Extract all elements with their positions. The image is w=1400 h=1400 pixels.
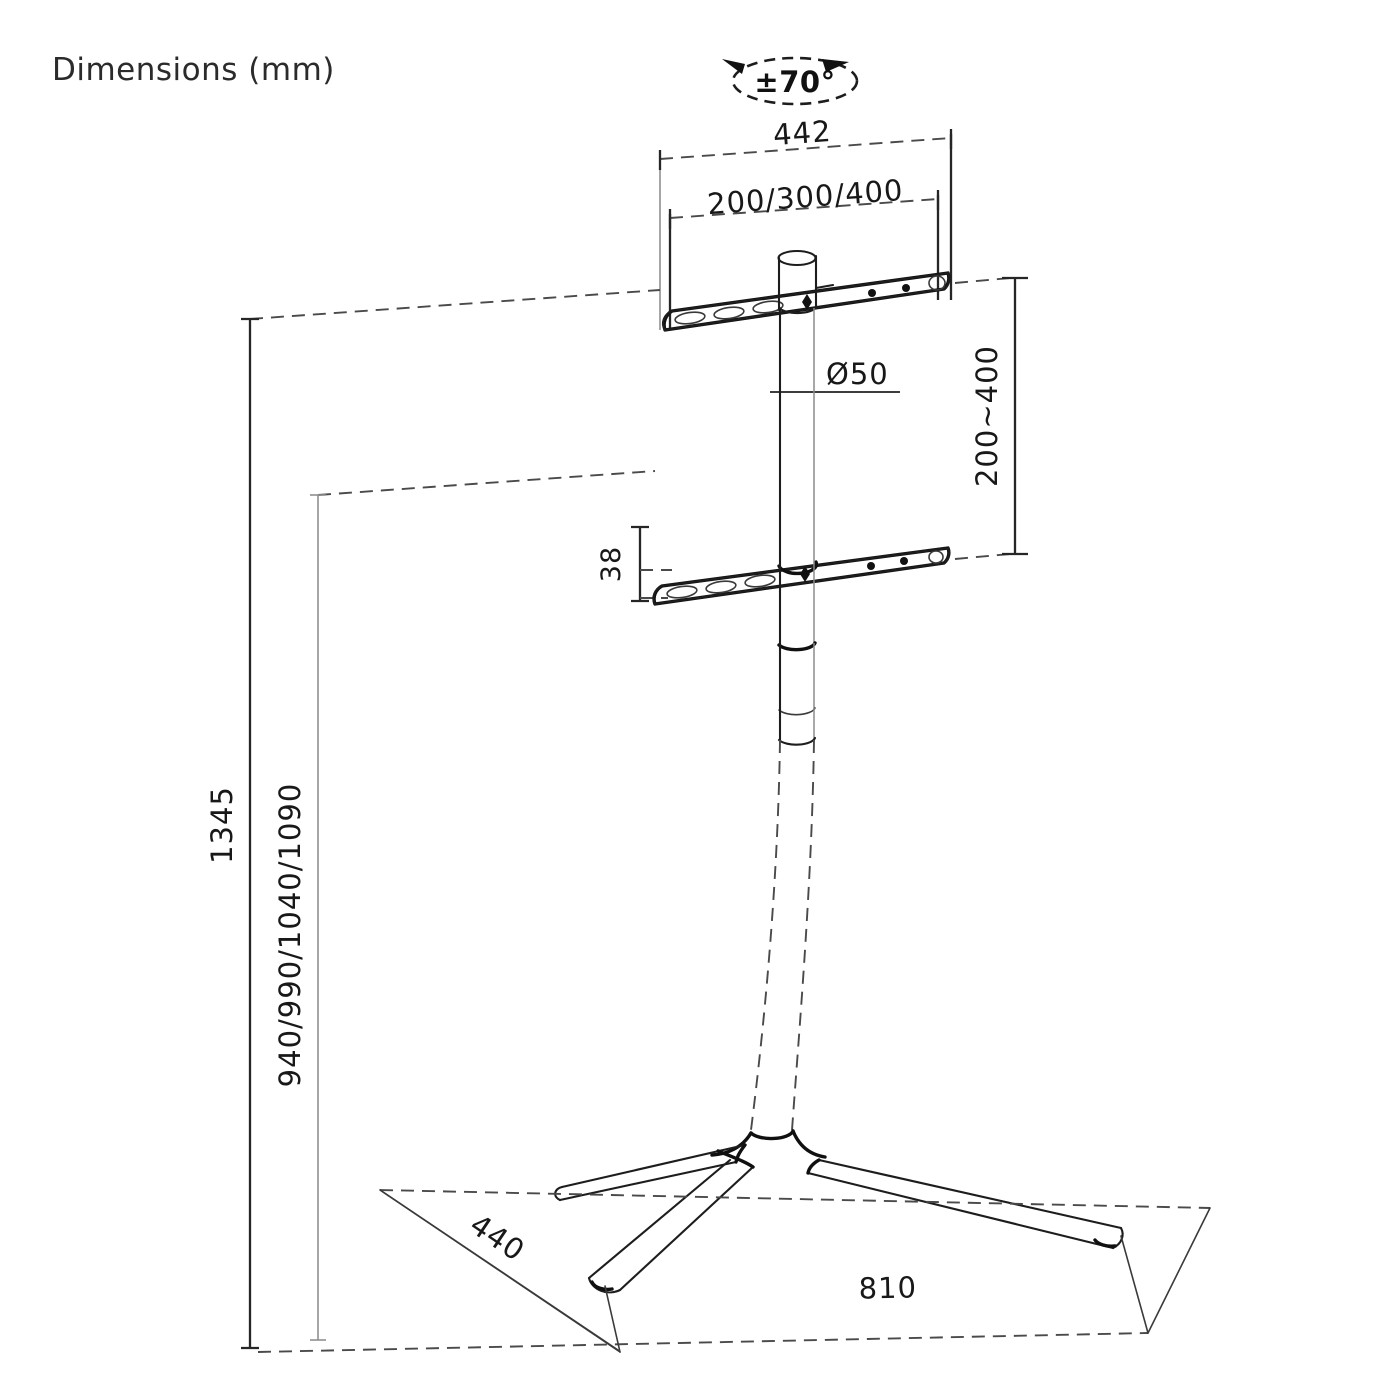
lower-bracket-slots	[666, 574, 776, 599]
upper-bracket-slots	[674, 300, 784, 325]
upper-bracket-right-cap	[942, 271, 951, 291]
ext-line-gap-top	[954, 277, 1011, 284]
ext-line-1345-top	[249, 289, 661, 320]
base-leg-left-fillet	[716, 1149, 755, 1169]
upper-bracket-center-mark	[802, 294, 812, 310]
tripod-base	[554, 1129, 1124, 1294]
base-hub-fillet-left	[710, 1131, 753, 1157]
dim-label-442: 442	[772, 114, 833, 152]
upper-bracket-bottom-edge	[663, 287, 946, 332]
upper-slot-2	[713, 306, 745, 320]
dim-line-vesa	[669, 198, 939, 219]
lower-hole-3	[928, 550, 944, 564]
upper-hole-2	[902, 284, 910, 292]
base-footprint-projection	[257, 1189, 1211, 1353]
upper-collar-shoulder	[814, 283, 835, 290]
center-column-lower	[750, 739, 815, 1131]
footprint-right-leader	[1120, 1235, 1149, 1334]
dim-label-440: 440	[464, 1207, 531, 1268]
lower-vesa-bracket	[652, 546, 951, 606]
column-joint-3	[777, 736, 817, 746]
upper-hole-3	[928, 275, 946, 291]
dim-label-diameter: Ø50	[826, 357, 889, 391]
lower-bracket-holes	[867, 550, 944, 570]
lower-bracket-bottom-edge	[653, 561, 946, 606]
footprint-right-edge	[1147, 1207, 1211, 1334]
swivel-angle-label: ±70°	[754, 65, 835, 99]
lower-collar-saddle	[777, 560, 819, 576]
upper-slot-3	[752, 300, 784, 314]
base-leg-right-bottom-edge	[806, 1171, 1115, 1250]
base-leg-back-top-edge	[560, 1143, 747, 1189]
base-leg-left-foot-shade	[590, 1280, 614, 1292]
base-leg-left-bottom-edge	[618, 1165, 755, 1292]
dimension-base-width: 810	[858, 1270, 917, 1305]
footprint-left-leader	[604, 1285, 621, 1353]
footprint-bottom-edge	[257, 1332, 1149, 1353]
upper-vesa-bracket	[662, 249, 951, 332]
base-leg-back-bottom-edge	[558, 1160, 738, 1202]
column-lower-right-edge	[791, 739, 815, 1131]
lower-hole-2	[900, 557, 908, 565]
upper-collar-bottom-arc	[777, 303, 818, 315]
base-leg-back-fillet	[734, 1143, 747, 1164]
upper-bracket-top-edge	[670, 271, 950, 313]
swivel-indicator: ±70°	[722, 56, 859, 106]
dim-line-440	[382, 1191, 619, 1351]
upper-hole-1	[868, 289, 876, 297]
dim-label-810: 810	[858, 1270, 917, 1305]
dimension-pole-diameter: Ø50	[770, 357, 900, 393]
ext-line-gap-bottom	[954, 553, 1011, 560]
rotation-ellipse-icon	[731, 56, 859, 106]
lower-hole-1	[867, 562, 875, 570]
lower-slot-1	[666, 585, 698, 599]
column-lower-left-edge	[750, 739, 781, 1131]
base-leg-left-top-edge	[587, 1158, 732, 1280]
rotation-arrow-right-icon	[822, 59, 849, 72]
dimension-442: 442	[658, 114, 953, 330]
dim-label-1345: 1345	[205, 786, 239, 864]
dimension-bracket-gap: 200~400	[954, 276, 1028, 560]
dimension-total-height: 1345	[205, 289, 661, 1350]
dimension-base-depth: 440	[382, 1191, 619, 1351]
lower-slot-2	[705, 580, 737, 594]
base-leg-right-foot-shade	[1093, 1238, 1117, 1248]
dimension-adjustable-height: 940/990/1040/1090	[273, 470, 656, 1341]
column-joint-2	[778, 707, 816, 716]
upper-bracket-left-cap	[662, 309, 674, 332]
rotation-arrow-left-icon	[722, 59, 745, 74]
base-leg-left-cap	[587, 1276, 622, 1294]
dimension-bracket-height: 38	[596, 525, 672, 603]
upper-bracket-holes	[868, 275, 946, 297]
upper-collar-sides	[777, 254, 818, 312]
footprint-top-edge	[379, 1189, 1211, 1209]
lower-bracket-left-cap	[652, 584, 664, 606]
center-column-mid	[777, 558, 817, 746]
dim-label-gap: 200~400	[970, 345, 1004, 487]
base-leg-right-fillet	[806, 1158, 821, 1175]
base-hub-fillet-right	[791, 1129, 827, 1159]
lower-bracket-right-cap	[942, 546, 951, 565]
column-joint-1	[777, 641, 817, 652]
dim-line-442	[659, 137, 952, 160]
base-hub-top	[749, 1129, 795, 1141]
page-title: Dimensions (mm)	[52, 52, 335, 88]
dim-label-38: 38	[596, 546, 627, 582]
upper-collar-top-ellipse	[777, 249, 817, 267]
lower-slot-3	[744, 574, 776, 588]
upper-slot-1	[674, 311, 706, 325]
dim-label-vesa: 200/300/400	[706, 173, 905, 221]
center-column-upper	[778, 308, 815, 562]
ext-line-adj-top	[317, 470, 656, 496]
dim-label-adj: 940/990/1040/1090	[273, 783, 307, 1088]
base-leg-right-top-edge	[817, 1158, 1123, 1230]
